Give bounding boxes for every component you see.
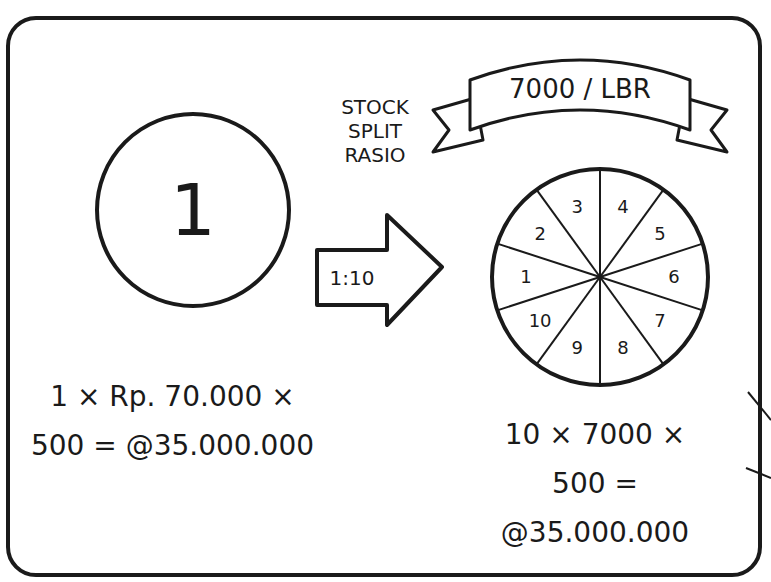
formula-before: 1 × Rp. 70.000 × 500 = @35.000.000 — [25, 372, 320, 470]
price-ribbon: 7000 / LBR — [425, 30, 735, 160]
split-heading: STOCK SPLIT RASIO — [316, 95, 434, 167]
slice-number: 4 — [617, 196, 628, 218]
slice-line — [537, 190, 600, 277]
slice-number: 3 — [571, 196, 582, 218]
slice-line — [600, 277, 703, 310]
node-text: 1 — [170, 167, 216, 253]
slice-number: 5 — [654, 223, 665, 245]
arrow-outline — [317, 215, 442, 325]
node-text: 7000 / LBR — [509, 74, 651, 105]
slice-line — [497, 277, 600, 310]
edge-mark — [748, 392, 771, 420]
slice-line — [599, 277, 601, 385]
slice-number: 1 — [520, 266, 531, 288]
slice-line — [599, 169, 601, 277]
slice-number: 9 — [571, 337, 582, 359]
slice-line — [600, 190, 663, 277]
ribbon-band — [470, 60, 690, 130]
slice-number: 7 — [654, 310, 665, 332]
formula-after: 10 × 7000 × 500 = @35.000.000 — [475, 410, 715, 557]
slice-line — [497, 244, 600, 277]
slice-number: 6 — [668, 266, 679, 288]
slice-number: 2 — [534, 223, 545, 245]
split-pie: 12 3 4 567 8 9 10 — [488, 165, 712, 389]
split-arrow: 1:10 — [312, 205, 447, 335]
edge-mark — [746, 468, 771, 478]
circle-outline — [97, 114, 289, 306]
pie-outline — [492, 169, 708, 385]
card-border — [8, 18, 760, 575]
node-text: 1:10 — [330, 266, 375, 290]
slice-line — [600, 244, 703, 277]
share-circle: 1 — [93, 110, 293, 310]
slice-line — [600, 277, 663, 364]
slice-number: 8 — [617, 337, 628, 359]
slice-number: 10 — [529, 310, 552, 332]
